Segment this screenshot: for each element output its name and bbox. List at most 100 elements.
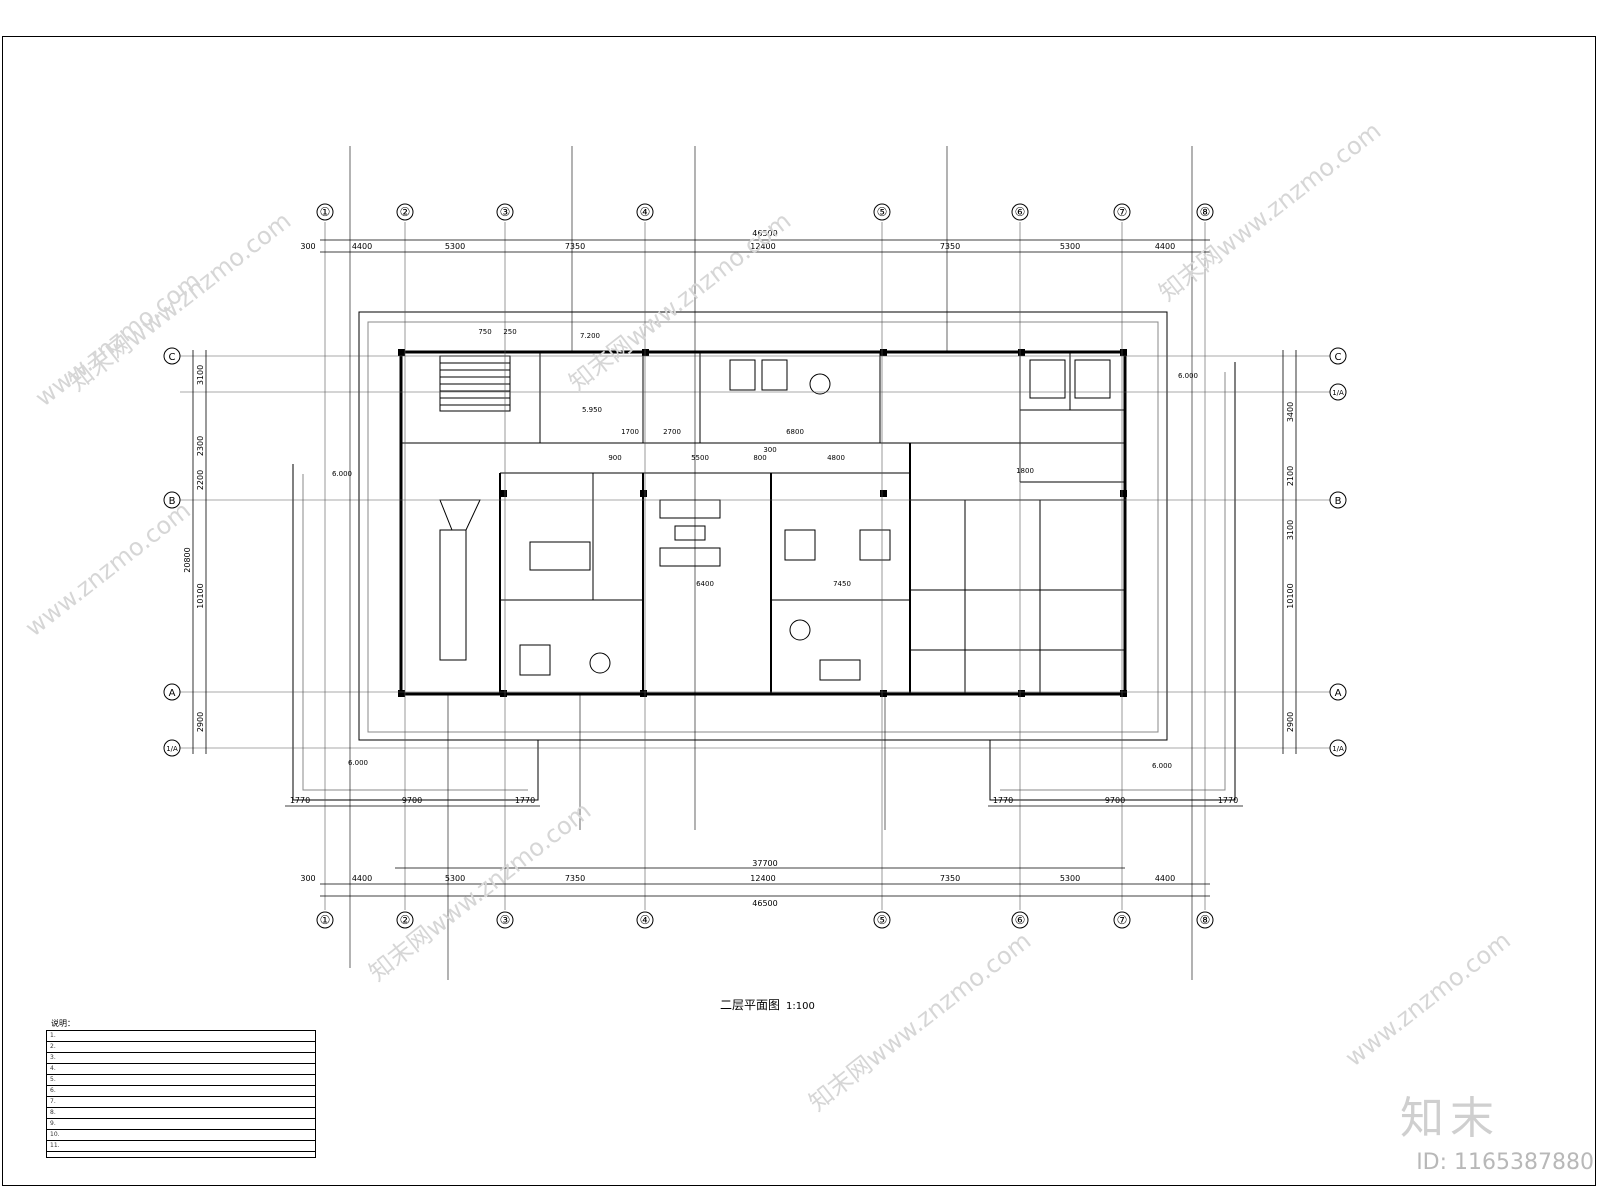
axis-label: ④ (640, 205, 651, 219)
dimension-text: 1770 (290, 796, 310, 805)
dimension-text: 2900 (196, 712, 205, 732)
note-line: 3. (47, 1053, 315, 1064)
axis-label: ⑤ (877, 913, 888, 927)
axis-label: ⑦ (1117, 205, 1128, 219)
axis-bubble-right: C (1329, 347, 1347, 365)
dimension-text: 3100 (1286, 520, 1295, 540)
axis-label: ⑧ (1200, 913, 1211, 927)
bed (729, 359, 756, 391)
dimension-text: 2300 (196, 436, 205, 456)
dimension-text: 5300 (1060, 242, 1080, 251)
drawing-id: ID: 1165387880 (1416, 1150, 1594, 1175)
dimension-text: 46500 (752, 899, 777, 908)
dimension-text: 9700 (402, 796, 422, 805)
dimension-text: 7350 (565, 242, 585, 251)
axis-bubble-top: ③ (496, 203, 514, 221)
dimension-text: 2700 (663, 428, 681, 436)
elevation-mark: 7.200 (580, 332, 600, 340)
dimension-text: 250 (503, 328, 516, 336)
note-line: 6. (47, 1086, 315, 1097)
left-wing-outline (292, 464, 539, 801)
axis-bubble-top: ⑥ (1011, 203, 1029, 221)
note-line: 11. (47, 1141, 315, 1152)
note-line: 7. (47, 1097, 315, 1108)
dimension-text: 12400 (750, 242, 775, 251)
axis-label: 1/A (166, 745, 178, 753)
dimension-text: 6400 (696, 580, 714, 588)
axis-bubble-left: C (163, 347, 181, 365)
elevation-mark: 6.000 (348, 759, 368, 767)
dimension-text: 4400 (1155, 874, 1175, 883)
elevation-mark: 6.000 (1178, 372, 1198, 380)
axis-bubble-right: 1/A (1329, 383, 1347, 401)
axis-bubble-top: ① (316, 203, 334, 221)
dimension-text: 300 (300, 242, 315, 251)
notes-block: 说明： 1. 2. 3. 4. 5. 6. 7. 8. 9. 10. 11. (46, 1019, 316, 1158)
dimension-text: 46500 (752, 229, 777, 238)
elevation-mark: 6.000 (332, 470, 352, 478)
dimension-text: 10100 (196, 583, 205, 608)
note-line: 8. (47, 1108, 315, 1119)
dimension-text: 4400 (352, 874, 372, 883)
dimension-text: 900 (608, 454, 621, 462)
dimension-text: 7350 (940, 874, 960, 883)
sofa (659, 499, 721, 519)
axis-label: 1/A (1332, 745, 1344, 753)
sofa (659, 547, 721, 567)
axis-label: A (169, 688, 176, 699)
axis-bubble-bottom: ⑧ (1196, 911, 1214, 929)
axis-bubble-bottom: ⑥ (1011, 911, 1029, 929)
note-line: 2. (47, 1042, 315, 1053)
axis-label: ① (320, 913, 331, 927)
axis-bubble-bottom: ① (316, 911, 334, 929)
dimension-text: 3100 (196, 365, 205, 385)
bed (761, 359, 788, 391)
axis-label: ⑤ (877, 205, 888, 219)
notes-heading: 说明： (51, 1019, 75, 1028)
left-wing-inner (302, 474, 528, 791)
axis-label: B (169, 496, 176, 507)
axis-label: C (1335, 352, 1342, 363)
dimension-text: 5300 (445, 242, 465, 251)
note-line: 4. (47, 1064, 315, 1075)
drawing-title-text: 二层平面图 (720, 998, 781, 1012)
elevation-mark: 5.950 (582, 406, 602, 414)
elevation-mark: 6.000 (1152, 762, 1172, 770)
elevator-shaft (1074, 359, 1111, 399)
dimension-text: 10100 (1286, 583, 1295, 608)
right-wing-inner (1000, 372, 1226, 791)
conference-table (439, 529, 467, 661)
dimension-text: 6800 (786, 428, 804, 436)
axis-label: ② (400, 205, 411, 219)
staircase (439, 355, 511, 412)
axis-bubble-top: ④ (636, 203, 654, 221)
dimension-text: 12400 (750, 874, 775, 883)
projector-screen (439, 499, 481, 531)
axis-bubble-right: A (1329, 683, 1347, 701)
axis-label: 1/A (1332, 389, 1344, 397)
coffee-table (674, 525, 706, 541)
note-line: 10. (47, 1130, 315, 1141)
axis-label: C (169, 352, 176, 363)
round-table (789, 619, 811, 641)
dimension-text: 2900 (1286, 712, 1295, 732)
dimension-text: 1700 (621, 428, 639, 436)
axis-label: ⑧ (1200, 205, 1211, 219)
note-line: 1. (47, 1031, 315, 1042)
elevator-shaft (1029, 359, 1066, 399)
axis-label: ③ (500, 913, 511, 927)
axis-bubble-bottom: ② (396, 911, 414, 929)
dimension-text: 7450 (833, 580, 851, 588)
dimension-text: 1770 (1218, 796, 1238, 805)
dimension-text: 800 (753, 454, 766, 462)
axis-bubble-bottom: ③ (496, 911, 514, 929)
axis-bubble-right: 1/A (1329, 739, 1347, 757)
structural-columns (398, 349, 1127, 697)
dimension-text: 4400 (352, 242, 372, 251)
axis-label: ③ (500, 205, 511, 219)
dimension-text: 20800 (183, 547, 192, 572)
roof-inner-outline (367, 321, 1159, 733)
dimension-text: 3400 (1286, 402, 1295, 422)
dimension-text: 300 (763, 446, 776, 454)
